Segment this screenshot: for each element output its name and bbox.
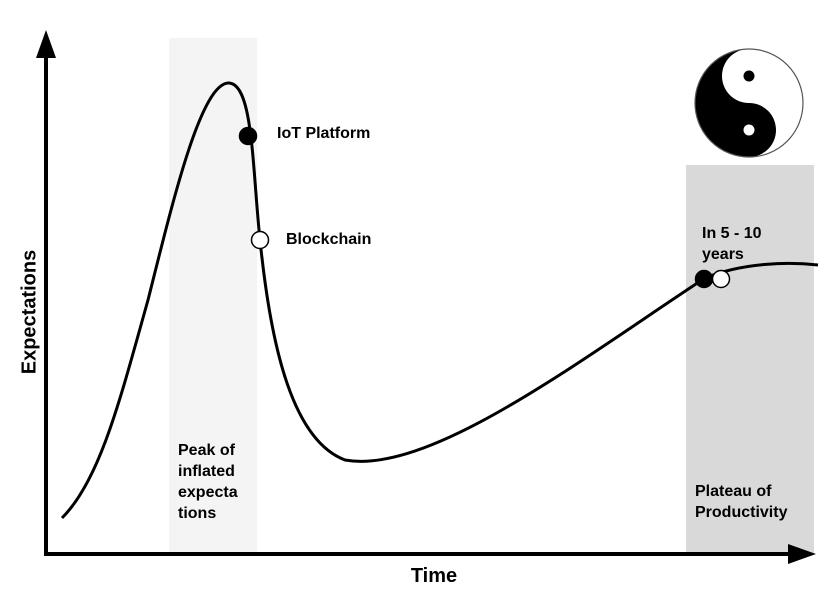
peak-phase-label-line: expecta (178, 484, 238, 501)
peak-phase-label-line: Peak of (178, 442, 235, 459)
iot-platform-label: IoT Platform (277, 125, 371, 142)
x-axis (44, 544, 816, 564)
blockchain-label: Blockchain (286, 231, 372, 248)
yin-yang-icon (694, 48, 804, 158)
peak-phase-label: Peak of inflated expecta tions (178, 440, 258, 524)
blockchain-marker (250, 230, 270, 250)
y-axis-label: Expectations (18, 249, 41, 375)
plateau-phase-label-line: Productivity (695, 504, 788, 521)
hype-cycle-curve (60, 81, 819, 520)
plateau-phase-label-line: Plateau of (695, 483, 772, 500)
plateau-phase-label: Plateau of Productivity (695, 481, 815, 523)
future-estimate-label: In 5 - 10 years (702, 223, 792, 265)
blockchain-plateau-marker (711, 269, 731, 289)
y-axis (36, 30, 56, 555)
peak-phase-label-line: tions (178, 505, 217, 522)
peak-phase-label-line: inflated (178, 463, 235, 480)
iot-platform-plateau-marker (694, 269, 714, 289)
future-estimate-line: years (702, 246, 744, 263)
x-axis-label: Time (410, 565, 458, 587)
plateau-phase-band (686, 165, 814, 554)
peak-phase-band (169, 38, 257, 554)
future-estimate-line: In 5 - 10 (702, 225, 762, 242)
iot-platform-marker (238, 126, 258, 146)
